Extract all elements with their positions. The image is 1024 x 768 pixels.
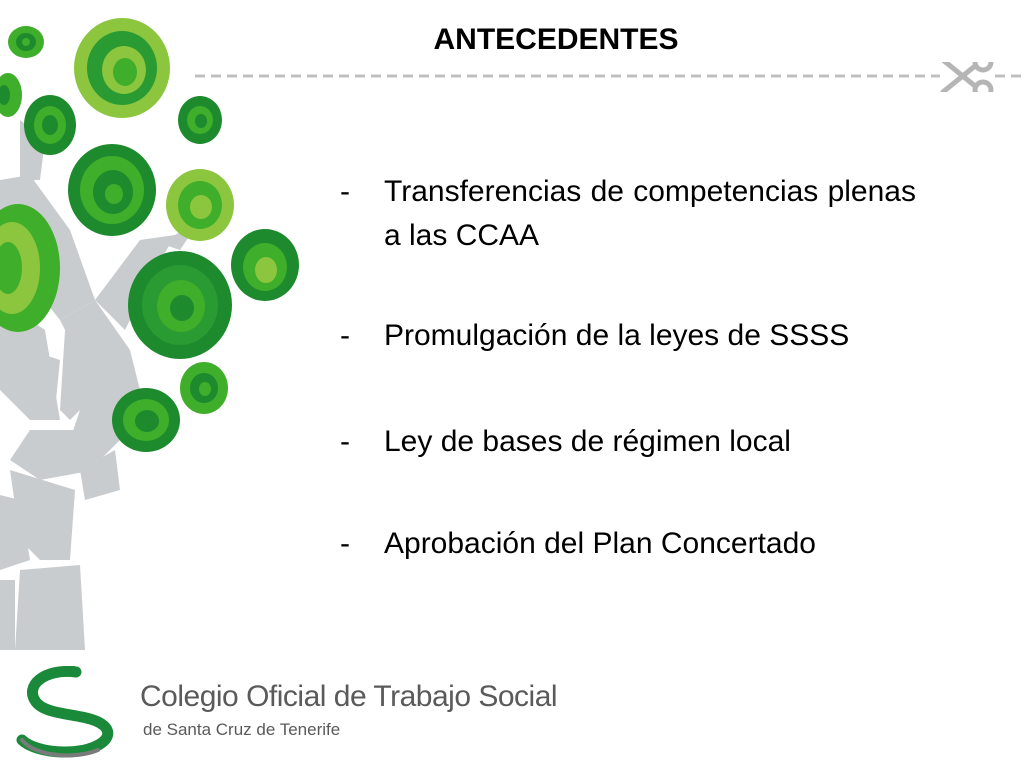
bullet-item: - Aprobación del Plan Concertado — [336, 522, 916, 566]
scissors-icon — [940, 62, 994, 92]
bullet-marker: - — [340, 175, 350, 208]
bullet-text: Ley de bases de régimen local — [384, 425, 791, 458]
bullet-marker: - — [340, 527, 350, 560]
bullet-item: - Ley de bases de régimen local — [336, 420, 916, 464]
cut-line-divider — [195, 62, 1024, 92]
bullet-text: Aprobación del Plan Concertado — [384, 527, 816, 560]
logo-s-icon — [16, 666, 114, 758]
bullet-text: Promulgación de la leyes de SSSS — [384, 319, 850, 352]
bullet-marker: - — [340, 425, 350, 458]
bullet-text: Transferencias de competencias plenas a … — [384, 175, 916, 252]
organization-logo: Colegio Oficial de Trabajo Social de San… — [14, 666, 558, 758]
tree-illustration-icon — [0, 18, 299, 650]
bullet-item: - Transferencias de competencias plenas … — [336, 170, 916, 258]
logo-name: Colegio Oficial de Trabajo Social — [140, 680, 558, 713]
logo-subtitle: de Santa Cruz de Tenerife — [143, 720, 341, 739]
bullet-marker: - — [340, 319, 350, 352]
bullet-item: - Promulgación de la leyes de SSSS — [336, 314, 916, 358]
slide-title: ANTECEDENTES — [433, 23, 679, 56]
